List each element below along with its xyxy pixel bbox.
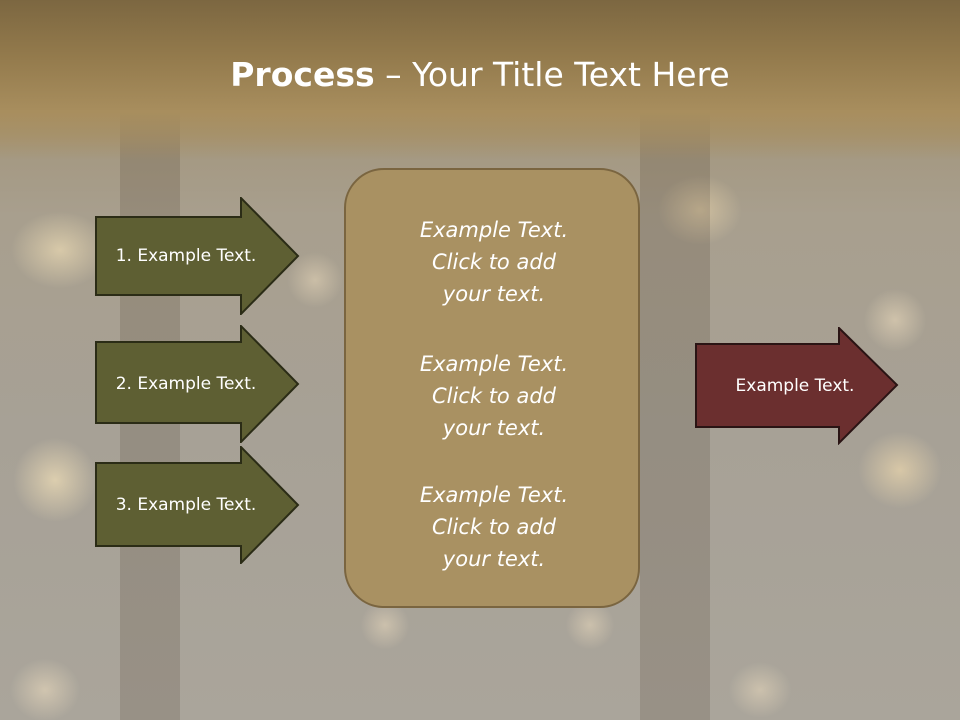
step-arrow-1[interactable]: 1. Example Text. xyxy=(95,197,301,315)
output-label: Example Text. xyxy=(735,376,855,396)
center-line: Example Text. xyxy=(419,218,569,242)
title-bar xyxy=(0,0,960,160)
center-line: your text. xyxy=(442,282,546,306)
center-line: Click to add xyxy=(431,515,556,539)
title-bold: Process xyxy=(230,55,375,94)
center-line: Example Text. xyxy=(419,483,569,507)
step-label: 2. Example Text. xyxy=(115,374,257,394)
step-arrow-shape xyxy=(95,197,300,315)
center-block-2: Example Text. Click to add your text. xyxy=(346,348,642,444)
center-text-box[interactable]: Example Text. Click to add your text. Ex… xyxy=(344,168,640,608)
center-line: your text. xyxy=(442,416,546,440)
output-arrow-shape xyxy=(695,327,899,445)
output-arrow[interactable]: Example Text. xyxy=(695,327,899,445)
center-line: Click to add xyxy=(431,250,556,274)
center-line: your text. xyxy=(442,547,546,571)
step-arrow-shape xyxy=(95,446,300,564)
center-line: Click to add xyxy=(431,384,556,408)
step-arrow-3[interactable]: 3. Example Text. xyxy=(95,446,301,564)
center-line: Example Text. xyxy=(419,352,569,376)
title-rest: – Your Title Text Here xyxy=(374,55,730,94)
step-label: 3. Example Text. xyxy=(115,495,257,515)
slide-title[interactable]: Process – Your Title Text Here xyxy=(0,50,960,100)
center-block-3: Example Text. Click to add your text. xyxy=(346,479,642,575)
step-arrow-shape xyxy=(95,325,300,443)
center-block-1: Example Text. Click to add your text. xyxy=(346,214,642,310)
step-label: 1. Example Text. xyxy=(115,246,257,266)
step-arrow-2[interactable]: 2. Example Text. xyxy=(95,325,301,443)
